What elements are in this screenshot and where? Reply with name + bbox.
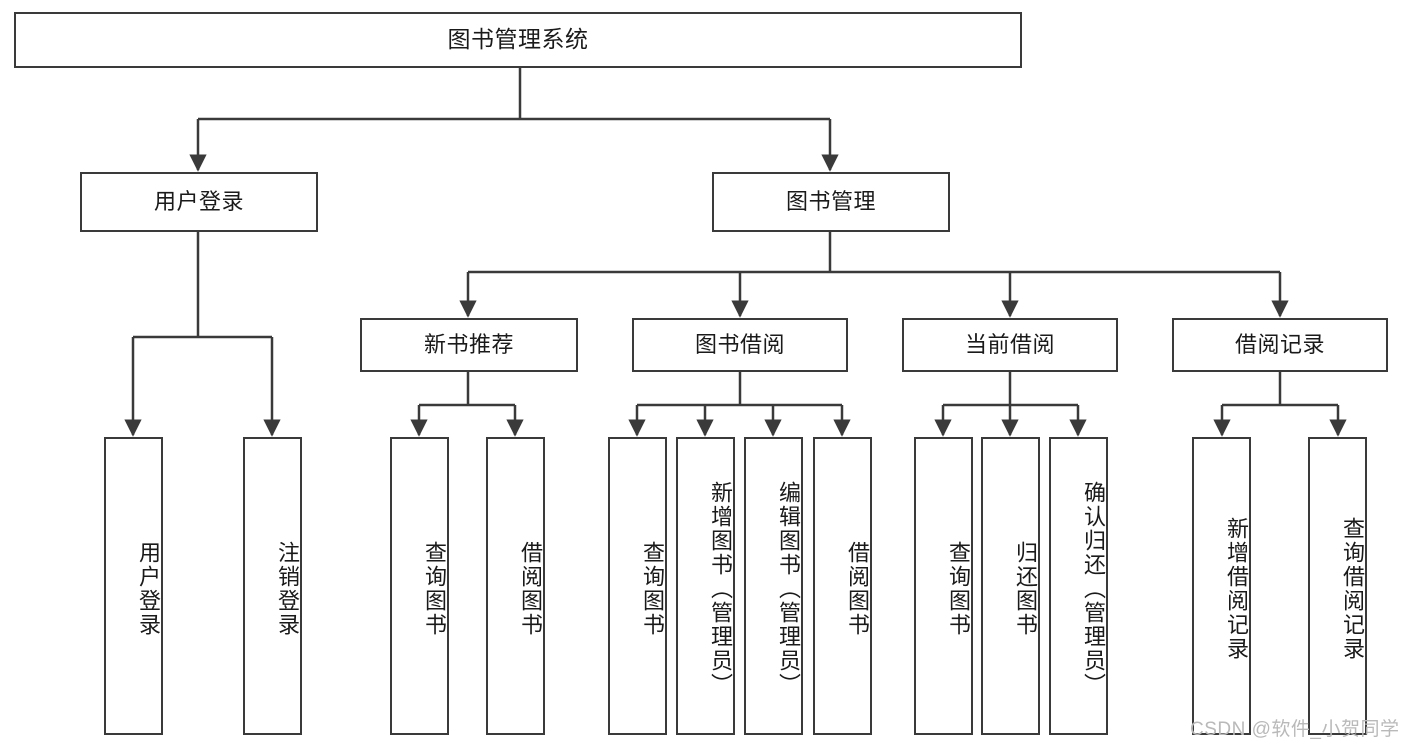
watermark-text: CSDN @软件_小贺同学 xyxy=(1190,719,1400,740)
leaf-add-borrow-record[interactable]: 新增借阅记录 xyxy=(1192,437,1251,735)
node-label: 查询图书 xyxy=(640,541,665,637)
leaf-return-book[interactable]: 归还图书 xyxy=(981,437,1040,735)
node-new-book-recommend[interactable]: 新书推荐 xyxy=(360,318,578,372)
node-label: 借阅图书 xyxy=(845,541,870,637)
node-label: 借阅图书 xyxy=(518,541,543,637)
leaf-borrow-book[interactable]: 借阅图书 xyxy=(813,437,872,735)
leaf-query-book-borrow[interactable]: 查询图书 xyxy=(608,437,667,735)
leaf-edit-book-admin[interactable]: 编辑图书（管理员） xyxy=(744,437,803,735)
node-label: 新书推荐 xyxy=(423,331,514,357)
leaf-borrow-book-recommend[interactable]: 借阅图书 xyxy=(486,437,545,735)
node-label: 注销登录 xyxy=(275,541,300,637)
node-book-borrow[interactable]: 图书借阅 xyxy=(632,318,848,372)
leaf-user-login[interactable]: 用户登录 xyxy=(104,437,163,735)
node-label: 查询借阅记录 xyxy=(1340,517,1365,661)
node-label: 查询图书 xyxy=(422,541,447,637)
node-label: 用户登录 xyxy=(153,188,244,214)
node-book-management[interactable]: 图书管理 xyxy=(712,172,950,232)
node-root-library-management-system[interactable]: 图书管理系统 xyxy=(14,12,1022,68)
node-current-borrow[interactable]: 当前借阅 xyxy=(902,318,1118,372)
leaf-logout-login[interactable]: 注销登录 xyxy=(243,437,302,735)
node-label: 借阅记录 xyxy=(1234,331,1325,357)
node-label: 新增借阅记录 xyxy=(1224,517,1249,661)
node-user-login[interactable]: 用户登录 xyxy=(80,172,318,232)
node-label: 图书借阅 xyxy=(694,331,785,357)
leaf-query-borrow-record[interactable]: 查询借阅记录 xyxy=(1308,437,1367,735)
node-label: 当前借阅 xyxy=(964,331,1055,357)
node-label: 用户登录 xyxy=(136,541,161,637)
node-label: 新增图书（管理员） xyxy=(708,481,733,697)
node-label: 确认归还（管理员） xyxy=(1081,481,1106,697)
node-label: 图书管理系统 xyxy=(447,26,589,53)
node-label: 归还图书 xyxy=(1013,541,1038,637)
leaf-query-book-recommend[interactable]: 查询图书 xyxy=(390,437,449,735)
node-label: 查询图书 xyxy=(946,541,971,637)
node-label: 编辑图书（管理员） xyxy=(776,481,801,697)
leaf-add-book-admin[interactable]: 新增图书（管理员） xyxy=(676,437,735,735)
leaf-query-book-current[interactable]: 查询图书 xyxy=(914,437,973,735)
leaf-confirm-return-admin[interactable]: 确认归还（管理员） xyxy=(1049,437,1108,735)
node-borrow-record[interactable]: 借阅记录 xyxy=(1172,318,1388,372)
node-label: 图书管理 xyxy=(785,188,876,214)
